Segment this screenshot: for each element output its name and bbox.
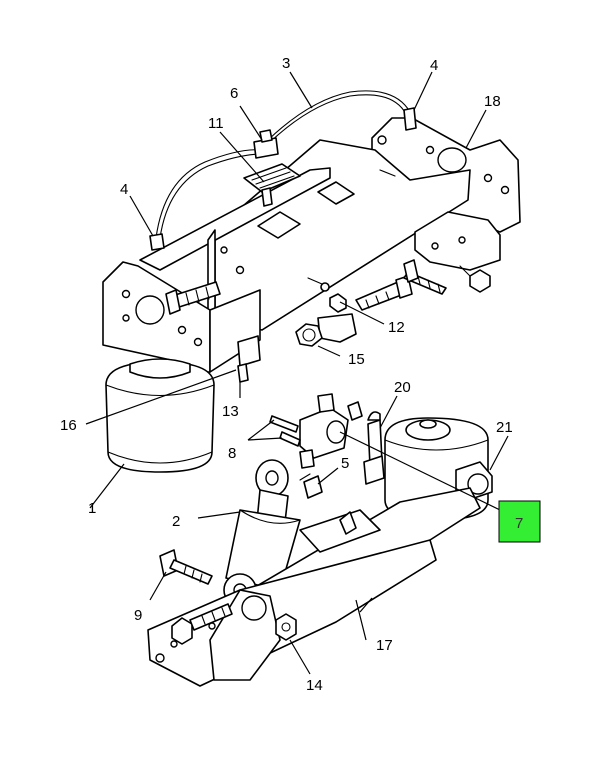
frame-bracket xyxy=(102,117,521,373)
bolt-9 xyxy=(159,549,213,585)
callout-9: 9 xyxy=(134,607,142,624)
callout-1: 1 xyxy=(88,500,96,517)
callout-12: 12 xyxy=(388,319,405,336)
callout-6: 6 xyxy=(230,85,238,102)
pivot-bolt xyxy=(171,603,233,645)
callout-21: 21 xyxy=(496,419,513,436)
callout-2: 2 xyxy=(172,513,180,530)
callout-14: 14 xyxy=(306,677,323,694)
leader-lines xyxy=(85,71,509,675)
link-rod-20 xyxy=(363,411,385,485)
stud-13 xyxy=(237,335,261,383)
callout-18: 18 xyxy=(484,93,501,110)
callout-7-highlight[interactable]: 7 xyxy=(498,500,541,543)
callout-11: 11 xyxy=(208,115,224,132)
callout-4-right: 4 xyxy=(430,57,438,74)
callout-4-left: 4 xyxy=(120,181,128,198)
callout-17: 17 xyxy=(376,637,393,654)
air-lines xyxy=(149,90,417,251)
air-spring-left xyxy=(105,358,215,473)
callout-16: 16 xyxy=(60,417,77,434)
callout-7[interactable]: 7 xyxy=(515,515,523,532)
callout-8: 8 xyxy=(228,445,236,462)
frame-bolts xyxy=(165,259,491,315)
trailing-arm xyxy=(147,487,481,687)
callout-15: 15 xyxy=(348,351,365,368)
callout-3: 3 xyxy=(282,55,290,72)
highlight-box[interactable] xyxy=(498,500,541,543)
callouts: 1 2 3 4 4 5 6 8 9 11 12 13 14 15 16 17 1… xyxy=(60,55,513,694)
height-control-valve xyxy=(269,393,363,499)
nut-15-assembly xyxy=(295,313,357,347)
callout-5: 5 xyxy=(341,455,349,472)
nut-14 xyxy=(275,613,297,641)
callout-20: 20 xyxy=(394,379,411,396)
callout-13: 13 xyxy=(222,403,239,420)
leveling-valve-plate xyxy=(243,163,301,207)
